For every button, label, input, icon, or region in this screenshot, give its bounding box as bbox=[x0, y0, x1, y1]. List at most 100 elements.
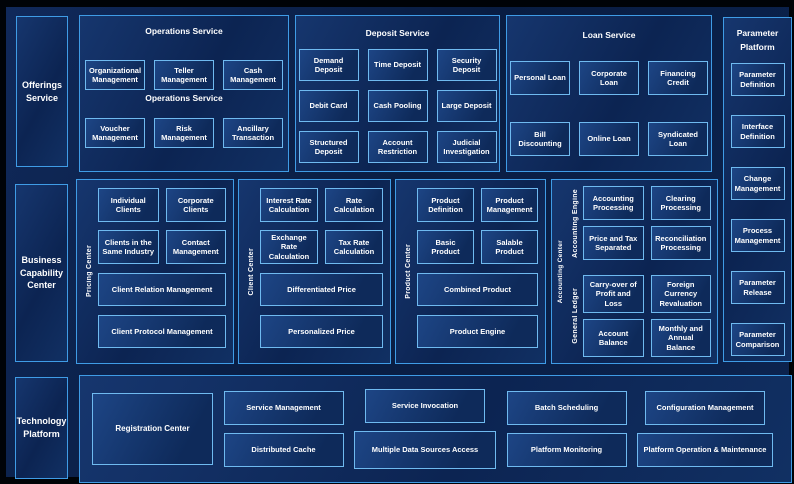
tech-column: Service Management Distributed Cache bbox=[223, 391, 344, 467]
accounting-groups: Accounting Engine Accounting Processing … bbox=[567, 186, 711, 357]
capability-box: Product Engine bbox=[417, 315, 538, 348]
capability-box: Basic Product bbox=[417, 230, 474, 264]
vertical-label-strip: Client Center bbox=[243, 188, 260, 355]
side-label-offerings-service: Offerings Service bbox=[16, 16, 68, 167]
capability-box: Large Deposit bbox=[436, 90, 497, 122]
panel-accounting-center: Accounting Center Accounting Engine Acco… bbox=[551, 179, 718, 364]
vertical-label: Accounting Center bbox=[557, 239, 564, 304]
side-label-text: Business Capability Center bbox=[20, 255, 64, 291]
capability-box: Reconciliation Processing bbox=[650, 226, 711, 260]
capability-box: Tax Rate Calculation bbox=[325, 230, 383, 264]
panel-product-center: Product Center Product Definition Produc… bbox=[395, 179, 546, 364]
capability-box: Cash Pooling bbox=[367, 90, 428, 122]
capability-box: Interface Definition bbox=[730, 115, 785, 149]
capability-box: Financing Credit bbox=[648, 61, 708, 95]
capability-box: Interest Rate Calculation bbox=[260, 188, 318, 222]
small-box-grid: Accounting Processing Clearing Processin… bbox=[583, 186, 711, 260]
capability-box: Price and Tax Separated bbox=[583, 226, 644, 260]
capability-box: Differentiated Price bbox=[260, 273, 383, 306]
capability-box: Product Management bbox=[481, 188, 538, 222]
capability-box: Foreign Currency Revaluation bbox=[650, 275, 711, 313]
operations-row-1: Organizational Management Teller Managem… bbox=[85, 60, 283, 90]
capability-box: Client Relation Management bbox=[98, 273, 226, 306]
capability-box: Security Deposit bbox=[436, 49, 497, 81]
panel-parameter-platform: Parameter Platform Parameter Definition … bbox=[723, 17, 792, 362]
capability-box: Ancillary Transaction bbox=[223, 118, 283, 148]
vertical-label-strip: Accounting Engine bbox=[567, 186, 583, 260]
capability-box: Individual Clients bbox=[98, 188, 159, 222]
capability-box: Combined Product bbox=[417, 273, 538, 306]
panel-operations-service: Operations Service Organizational Manage… bbox=[79, 15, 289, 172]
vertical-label-strip: General Ledger bbox=[567, 275, 583, 357]
vertical-label: Accounting Engine bbox=[571, 188, 579, 258]
capability-box: Structured Deposit bbox=[298, 131, 359, 163]
capability-box: Platform Monitoring bbox=[506, 433, 627, 467]
capability-box: Exchange Rate Calculation bbox=[260, 230, 318, 264]
tech-column: Configuration Management Platform Operat… bbox=[637, 391, 773, 467]
vertical-label: Client Center bbox=[248, 247, 255, 296]
capability-box: Syndicated Loan bbox=[648, 122, 708, 156]
side-label-technology-platform: Technology Platform bbox=[15, 377, 68, 479]
vertical-label-strip: Pricing Center bbox=[81, 188, 98, 355]
capability-box: Account Balance bbox=[583, 319, 644, 357]
panel-title: Operations Service bbox=[145, 26, 223, 36]
capability-box: Personal Loan bbox=[510, 61, 570, 95]
side-label-business-capability-center: Business Capability Center bbox=[15, 184, 68, 362]
capability-box: Clearing Processing bbox=[650, 186, 711, 220]
capability-box: Debit Card bbox=[298, 90, 359, 122]
capability-box: Configuration Management bbox=[645, 391, 765, 425]
capability-box: Service Invocation bbox=[365, 389, 485, 423]
capability-box: Parameter Release bbox=[730, 271, 785, 305]
panel-title: Parameter Platform bbox=[736, 28, 779, 52]
tech-column: Service Invocation Multiple Data Sources… bbox=[354, 389, 496, 469]
capability-box: Service Management bbox=[223, 391, 344, 425]
capability-box: Contact Management bbox=[165, 230, 226, 264]
capability-box: Account Restriction bbox=[367, 131, 428, 163]
small-box-grid: Individual Clients Corporate Clients Cli… bbox=[98, 188, 226, 264]
capability-box: Change Management bbox=[730, 167, 785, 201]
capability-box: Voucher Management bbox=[85, 118, 145, 148]
loan-grid: Personal Loan Corporate Loan Financing C… bbox=[510, 61, 708, 156]
capability-box: Process Management bbox=[730, 219, 785, 253]
capability-box: Carry-over of Profit and Loss bbox=[583, 275, 644, 313]
diagram-canvas: Offerings Service Business Capability Ce… bbox=[6, 7, 792, 483]
capability-box: Bill Discounting bbox=[510, 122, 570, 156]
capability-box: Parameter Definition bbox=[730, 63, 785, 97]
vertical-label-strip: Accounting Center bbox=[554, 186, 567, 357]
capability-box: Risk Management bbox=[154, 118, 214, 148]
capability-box-registration-center: Registration Center bbox=[92, 393, 213, 465]
panel-pricing-center: Pricing Center Individual Clients Corpor… bbox=[76, 179, 234, 364]
capability-box: Cash Management bbox=[223, 60, 283, 90]
capability-box: Distributed Cache bbox=[223, 433, 344, 467]
small-box-grid: Product Definition Product Management Ba… bbox=[417, 188, 538, 264]
tech-column: Batch Scheduling Platform Monitoring bbox=[506, 391, 627, 467]
capability-box: Personalized Price bbox=[260, 315, 383, 348]
small-box-grid: Carry-over of Profit and Loss Foreign Cu… bbox=[583, 275, 711, 357]
side-label-text: Technology Platform bbox=[16, 416, 67, 439]
capability-box: Organizational Management bbox=[85, 60, 145, 90]
capability-box: Corporate Loan bbox=[579, 61, 639, 95]
capability-box: Parameter Comparison bbox=[730, 323, 785, 357]
panel-deposit-service: Deposit Service Demand Deposit Time Depo… bbox=[295, 15, 500, 172]
capability-box: Rate Calculation bbox=[325, 188, 383, 222]
panel-client-center: Client Center Interest Rate Calculation … bbox=[238, 179, 391, 364]
capability-box: Salable Product bbox=[481, 230, 538, 264]
capability-box: Accounting Processing bbox=[583, 186, 644, 220]
capability-box: Clients in the Same Industry bbox=[98, 230, 159, 264]
panel-title: Deposit Service bbox=[365, 28, 430, 38]
capability-box: Time Deposit bbox=[367, 49, 428, 81]
vertical-label-strip: Product Center bbox=[400, 188, 417, 355]
capability-box: Multiple Data Sources Access bbox=[354, 431, 496, 469]
panel-content: Individual Clients Corporate Clients Cli… bbox=[98, 188, 226, 355]
capability-box: Product Definition bbox=[417, 188, 474, 222]
side-label-text: Offerings Service bbox=[21, 79, 62, 103]
capability-box: Judicial Investigation bbox=[436, 131, 497, 163]
capability-box: Demand Deposit bbox=[298, 49, 359, 81]
capability-box: Online Loan bbox=[579, 122, 639, 156]
vertical-label: Product Center bbox=[405, 244, 412, 299]
panel-content: Product Definition Product Management Ba… bbox=[417, 188, 538, 355]
panel-content: Interest Rate Calculation Rate Calculati… bbox=[260, 188, 383, 355]
panel-loan-service: Loan Service Personal Loan Corporate Loa… bbox=[506, 15, 712, 172]
panel-subtitle: Operations Service bbox=[145, 93, 223, 103]
vertical-label: Pricing Center bbox=[86, 245, 93, 298]
